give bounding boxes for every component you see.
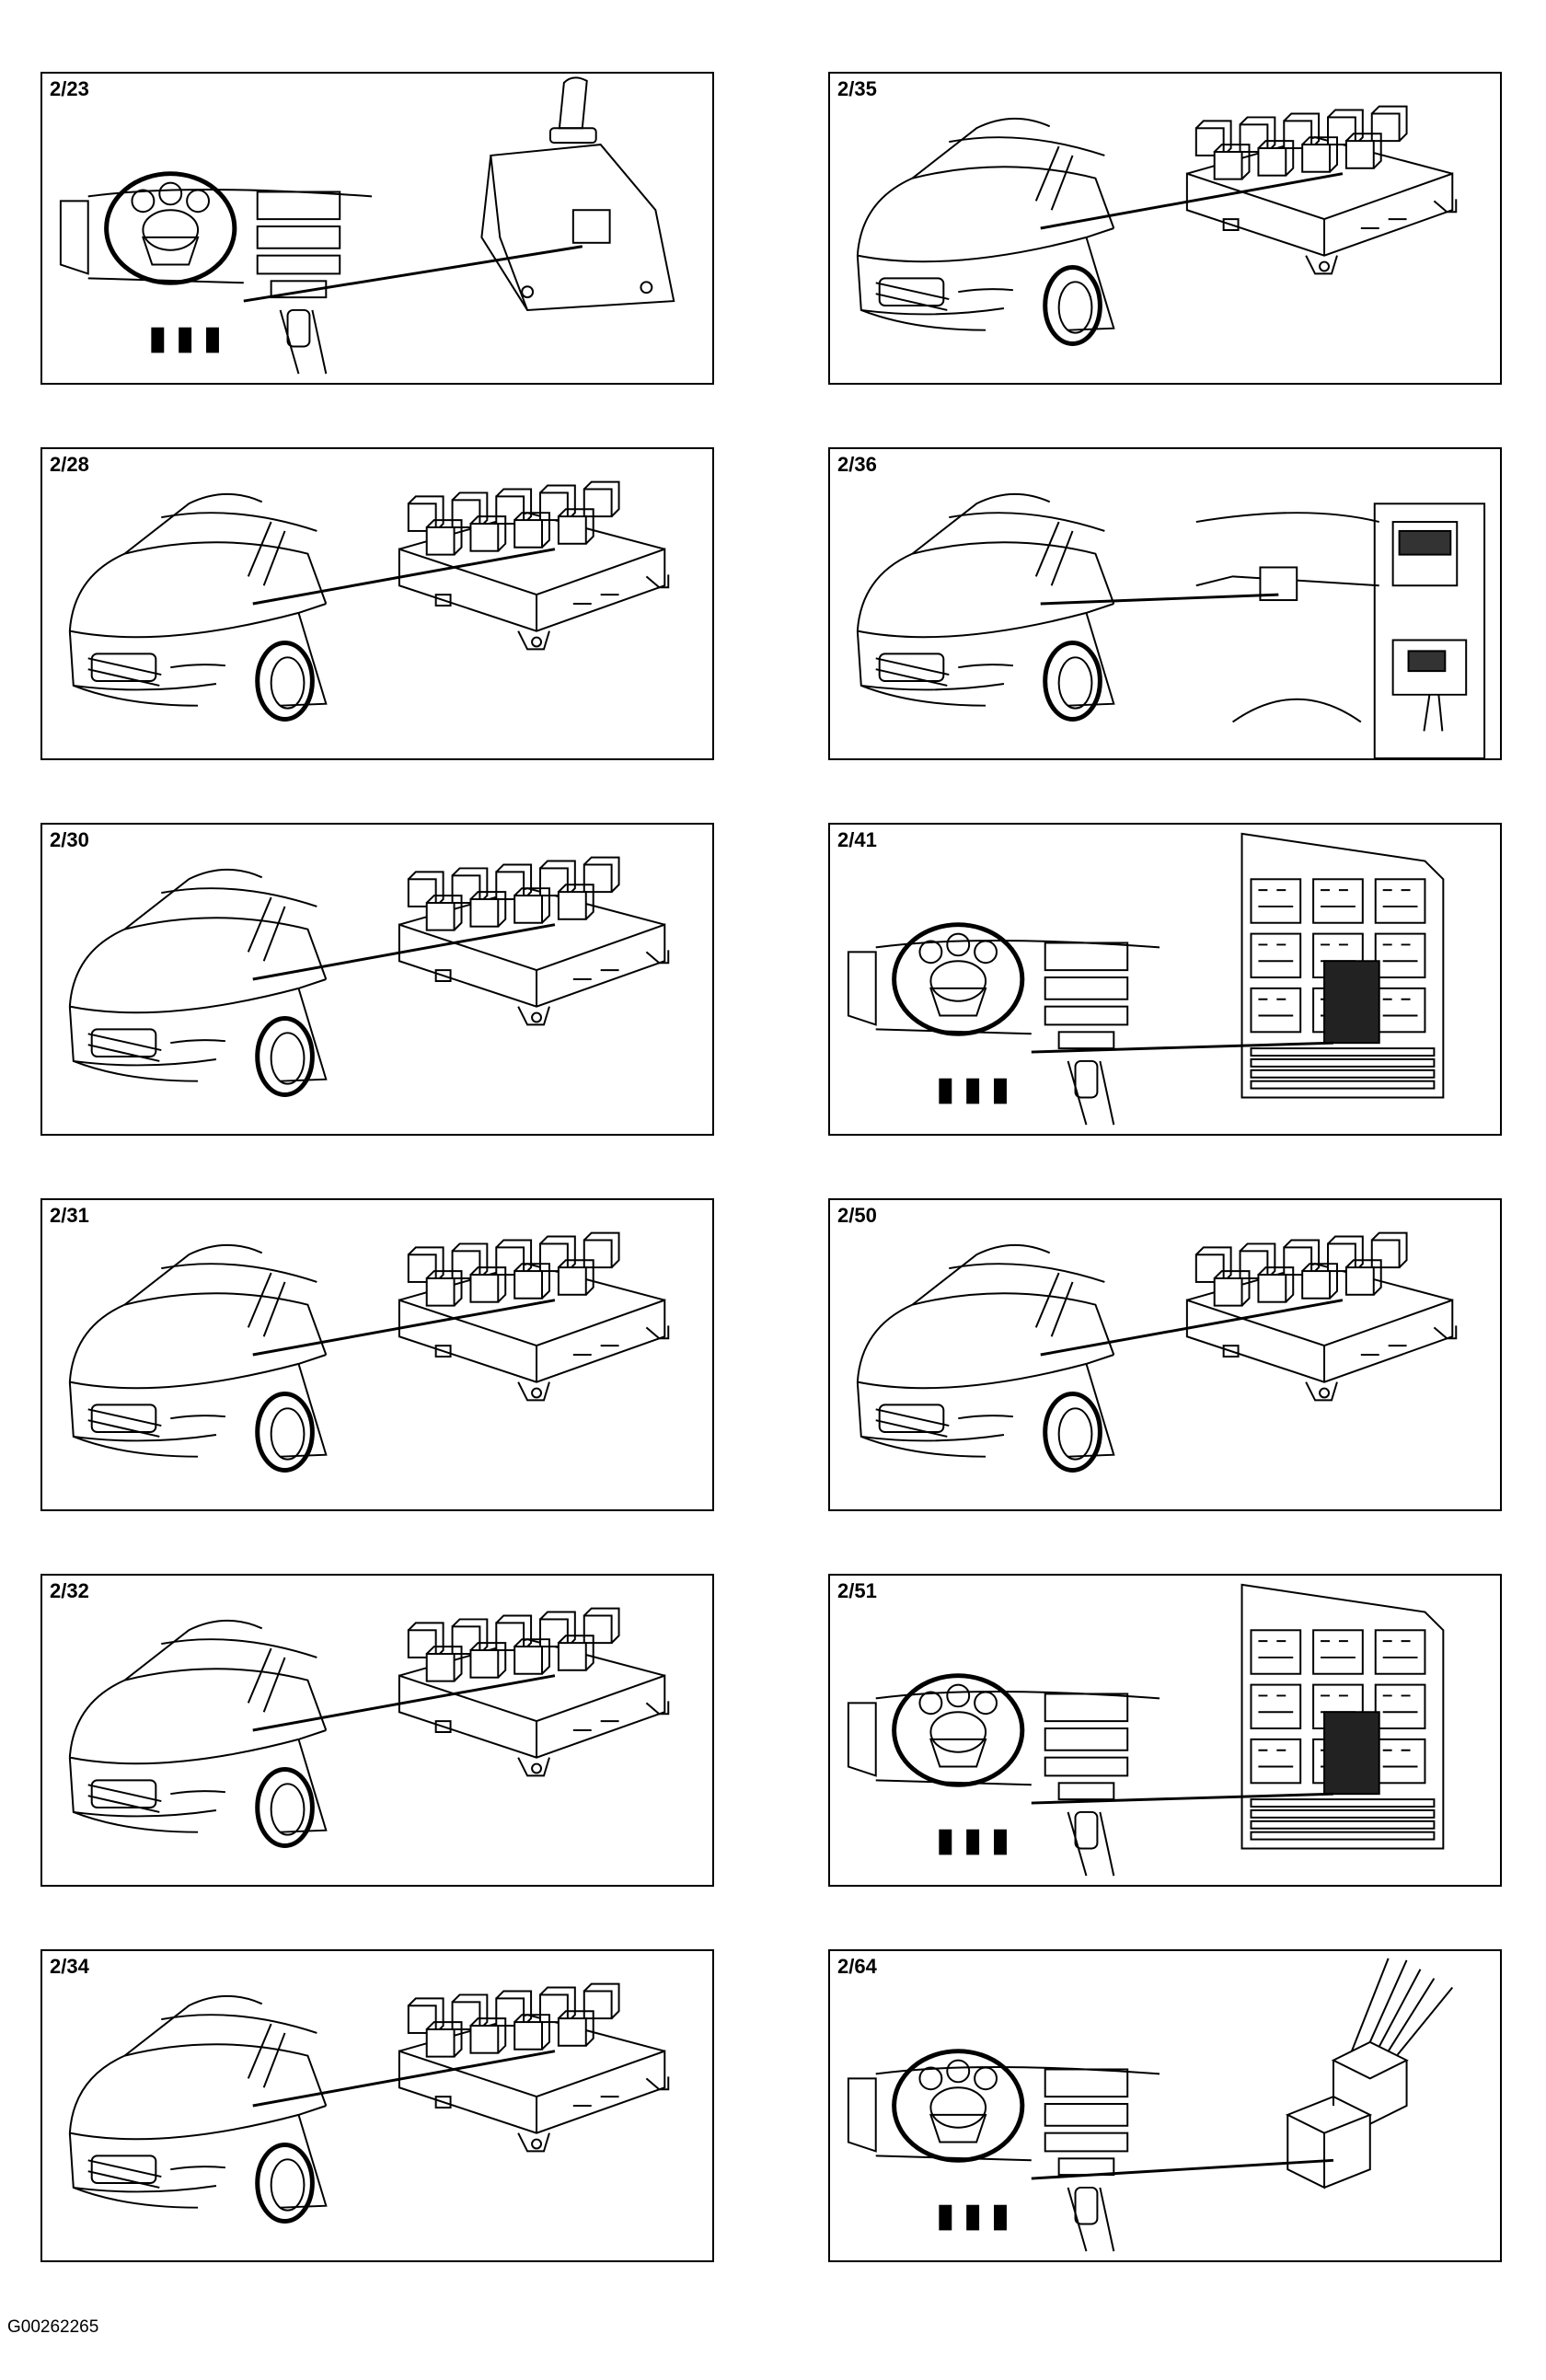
relay-box — [398, 480, 670, 651]
leader-line — [252, 923, 556, 981]
relay-box — [398, 1231, 670, 1402]
leader-line — [1031, 2158, 1334, 2180]
diagram-panel: 2/41 — [828, 823, 1502, 1136]
car-front-view — [68, 1994, 328, 2224]
component-illustration — [68, 1607, 670, 1848]
dashboard-view — [847, 2049, 1160, 2252]
leader-line — [252, 2050, 556, 2108]
leader-line — [1031, 1041, 1334, 1054]
component-illustration — [856, 1231, 1458, 1473]
car-front-view — [856, 1243, 1115, 1473]
dashboard-view — [847, 1673, 1160, 1877]
dashboard-view — [59, 171, 373, 375]
panel-label: 2/28 — [50, 453, 89, 477]
diagram-panel: 2/30 — [40, 823, 714, 1136]
component-illustration — [847, 1583, 1445, 1877]
leader-line — [252, 548, 556, 606]
component-illustration — [847, 1958, 1454, 2252]
leader-line — [1040, 1299, 1344, 1357]
car-front-view — [68, 1243, 328, 1473]
diagram-panel: 2/50 — [828, 1198, 1502, 1511]
panel-label: 2/36 — [837, 453, 877, 477]
relay-box — [1185, 1231, 1458, 1402]
panel-label: 2/30 — [50, 828, 89, 852]
leader-line — [252, 1299, 556, 1357]
relay-box — [1185, 105, 1458, 275]
car-front-view — [856, 117, 1115, 346]
gear-selector-unit — [480, 76, 675, 311]
diagram-panel: 2/36 — [828, 447, 1502, 760]
diagram-panel: 2/51 — [828, 1574, 1502, 1887]
panel-label: 2/51 — [837, 1579, 877, 1603]
leader-line — [243, 245, 583, 303]
diagram-panel: 2/34 — [40, 1949, 714, 2262]
panel-label: 2/32 — [50, 1579, 89, 1603]
diagram-panel: 2/64 — [828, 1949, 1502, 2262]
component-illustration — [847, 832, 1445, 1126]
diagram-panel: 2/31 — [40, 1198, 714, 1511]
panel-label: 2/50 — [837, 1204, 877, 1228]
diagram-panel: 2/32 — [40, 1574, 714, 1887]
relay-bracket-with-inset — [1195, 503, 1486, 758]
panel-label: 2/41 — [837, 828, 877, 852]
component-illustration — [856, 492, 1486, 758]
car-front-view — [68, 492, 328, 722]
component-illustration — [68, 1982, 670, 2224]
panel-label: 2/34 — [50, 1955, 89, 1979]
component-illustration — [59, 76, 675, 375]
relay-box — [398, 1607, 670, 1777]
leader-line — [252, 1674, 556, 1732]
fuse-panel — [1240, 832, 1445, 1099]
leader-line — [1040, 172, 1344, 230]
dashboard-view — [847, 922, 1160, 1126]
panel-label: 2/31 — [50, 1204, 89, 1228]
diagram-panel: 2/28 — [40, 447, 714, 760]
panel-label: 2/35 — [837, 77, 877, 101]
component-illustration — [68, 1231, 670, 1473]
diagram-panel: 2/23 — [40, 72, 714, 385]
wire-connector — [1285, 1958, 1454, 2189]
fuse-panel — [1240, 1583, 1445, 1850]
panel-label: 2/23 — [50, 77, 89, 101]
component-illustration — [68, 856, 670, 1097]
relay-box — [398, 856, 670, 1026]
component-illustration — [68, 480, 670, 722]
leader-line — [1031, 1792, 1334, 1805]
panel-label: 2/64 — [837, 1955, 877, 1979]
car-front-view — [68, 868, 328, 1097]
figure-code: G00262265 — [7, 2317, 99, 2337]
relay-box — [398, 1982, 670, 2153]
leader-line — [1040, 593, 1279, 606]
car-front-view — [856, 492, 1115, 722]
car-front-view — [68, 1619, 328, 1848]
diagram-panel: 2/35 — [828, 72, 1502, 385]
component-illustration — [856, 105, 1458, 346]
